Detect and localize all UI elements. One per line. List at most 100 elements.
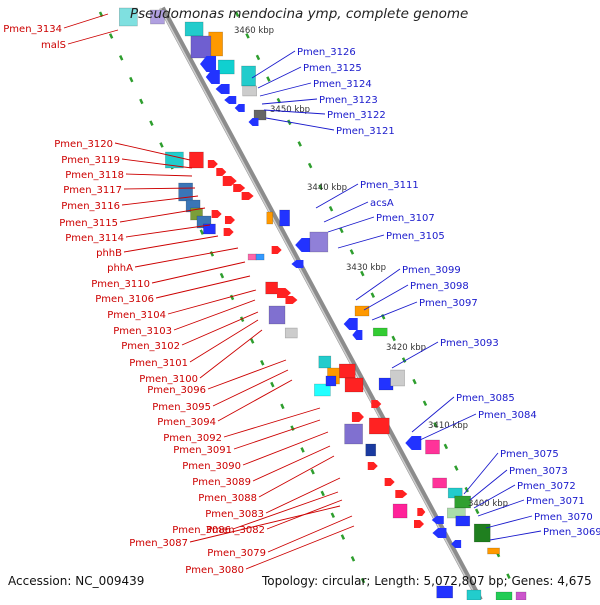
gene-label-right: Pmen_3121 xyxy=(336,126,395,137)
gene-arrow-forward xyxy=(417,508,426,516)
gene-label-right: Pmen_3070 xyxy=(534,512,593,523)
leader-line-right xyxy=(327,216,375,233)
gene-label-left: Pmen_3083 xyxy=(205,509,264,520)
gene-label-left: phhA xyxy=(107,263,133,274)
gene-block xyxy=(432,477,447,489)
leader-line-left xyxy=(125,224,211,238)
kbp-tick-label: 3460 kbp xyxy=(234,26,274,36)
leader-line-right xyxy=(259,82,312,97)
gene-label-left: Pmen_3117 xyxy=(63,185,122,196)
gene-block xyxy=(217,59,235,75)
leader-line-left xyxy=(114,142,191,161)
leader-line-left xyxy=(167,289,257,315)
leader-line-left xyxy=(123,187,196,190)
leader-line-left xyxy=(121,158,193,169)
gene-arrow-reverse xyxy=(200,56,217,72)
leader-line-left xyxy=(181,311,259,346)
gene-arrow-reverse xyxy=(295,238,312,252)
leader-line-left xyxy=(252,445,331,482)
gene-arrow-forward xyxy=(224,216,235,224)
gene-block xyxy=(372,327,388,337)
leader-line-right xyxy=(469,469,508,501)
leader-line-right xyxy=(489,530,542,541)
gene-label-right: acsA xyxy=(370,198,394,209)
gene-block xyxy=(425,439,440,455)
gene-label-left: Pmen_3110 xyxy=(91,279,150,290)
gene-label-right: Pmen_3071 xyxy=(526,496,585,507)
gene-label-left: Pmen_3114 xyxy=(65,233,124,244)
gene-arrow-forward xyxy=(414,520,424,528)
gene-label-left: Pmen_3103 xyxy=(113,326,172,337)
gene-label-left: Pmen_3087 xyxy=(129,538,188,549)
leader-line-left xyxy=(233,419,321,450)
leader-line-right xyxy=(251,50,296,79)
gene-block xyxy=(203,223,216,235)
leader-line-left xyxy=(245,525,355,570)
gene-arrow-forward xyxy=(285,296,298,304)
leader-line-left xyxy=(199,329,263,379)
gene-block xyxy=(150,9,165,25)
gene-label-left: Pmen_3095 xyxy=(152,402,211,413)
leader-line-right xyxy=(315,183,359,209)
gene-block xyxy=(255,253,265,261)
gene-label-right: Pmen_3123 xyxy=(319,95,378,106)
leader-line-right xyxy=(485,515,533,529)
gene-block xyxy=(279,209,290,227)
leader-line-left xyxy=(265,477,341,514)
leader-line-left xyxy=(212,369,289,407)
leader-line-right xyxy=(257,66,302,89)
gene-arrow-reverse xyxy=(451,540,462,548)
gene-arrow-reverse xyxy=(431,516,444,524)
gene-block xyxy=(268,305,286,325)
gene-label-left: Pmen_3080 xyxy=(185,565,244,576)
gene-block xyxy=(344,423,363,445)
leader-line-right xyxy=(263,109,326,115)
gene-label-right: Pmen_3111 xyxy=(360,180,419,191)
gene-block xyxy=(390,369,405,387)
gene-arrow-forward xyxy=(233,184,246,192)
gene-label-right: Pmen_3122 xyxy=(327,110,386,121)
gene-block xyxy=(515,591,527,601)
gene-label-right: Pmen_3093 xyxy=(440,338,499,349)
leader-line-right xyxy=(411,396,455,433)
gene-block xyxy=(338,363,356,379)
gene-label-right: Pmen_3085 xyxy=(456,393,515,404)
gene-label-right: Pmen_3075 xyxy=(500,449,559,460)
gene-label-right: Pmen_3098 xyxy=(410,281,469,292)
gene-label-right: Pmen_3073 xyxy=(509,466,568,477)
leader-line-right xyxy=(337,234,385,249)
kbp-tick-label: 3440 kbp xyxy=(307,183,347,193)
gene-arrow-forward xyxy=(223,228,234,236)
gene-block xyxy=(325,375,337,387)
gene-label-left: Pmen_3090 xyxy=(182,461,241,472)
gene-label-left: Pmen_3088 xyxy=(198,493,257,504)
gene-block xyxy=(266,211,274,225)
gene-arrow-forward xyxy=(351,412,364,422)
gene-label-left: Pmen_3094 xyxy=(157,417,216,428)
gene-arrow-forward xyxy=(241,192,254,200)
gene-arrow-forward xyxy=(367,462,378,470)
gene-label-right: Pmen_3099 xyxy=(402,265,461,276)
gene-label-left: Pmen_3106 xyxy=(95,294,154,305)
gene-arrow-forward xyxy=(216,168,227,176)
leader-line-left xyxy=(123,235,219,253)
topology-text: Topology: circular; Length: 5,072,807 bp… xyxy=(262,574,592,588)
gene-arrow-forward xyxy=(222,176,237,186)
leader-line-left xyxy=(189,319,259,363)
leader-line-left xyxy=(119,207,206,223)
gene-block xyxy=(368,417,390,435)
gene-arrow-forward xyxy=(384,478,395,486)
gene-block xyxy=(487,547,500,555)
accession-text: Accession: NC_009439 xyxy=(8,574,145,588)
gene-label-right: Pmen_3097 xyxy=(419,298,478,309)
gene-label-left: Pmen_3100 xyxy=(139,374,198,385)
gene-block xyxy=(354,305,370,317)
gene-block xyxy=(309,231,329,253)
gene-block xyxy=(495,591,513,601)
gene-label-right: Pmen_3084 xyxy=(478,410,537,421)
leader-line-left xyxy=(63,13,109,29)
leader-line-right xyxy=(323,201,369,223)
gene-label-left: Pmen_3102 xyxy=(121,341,180,352)
